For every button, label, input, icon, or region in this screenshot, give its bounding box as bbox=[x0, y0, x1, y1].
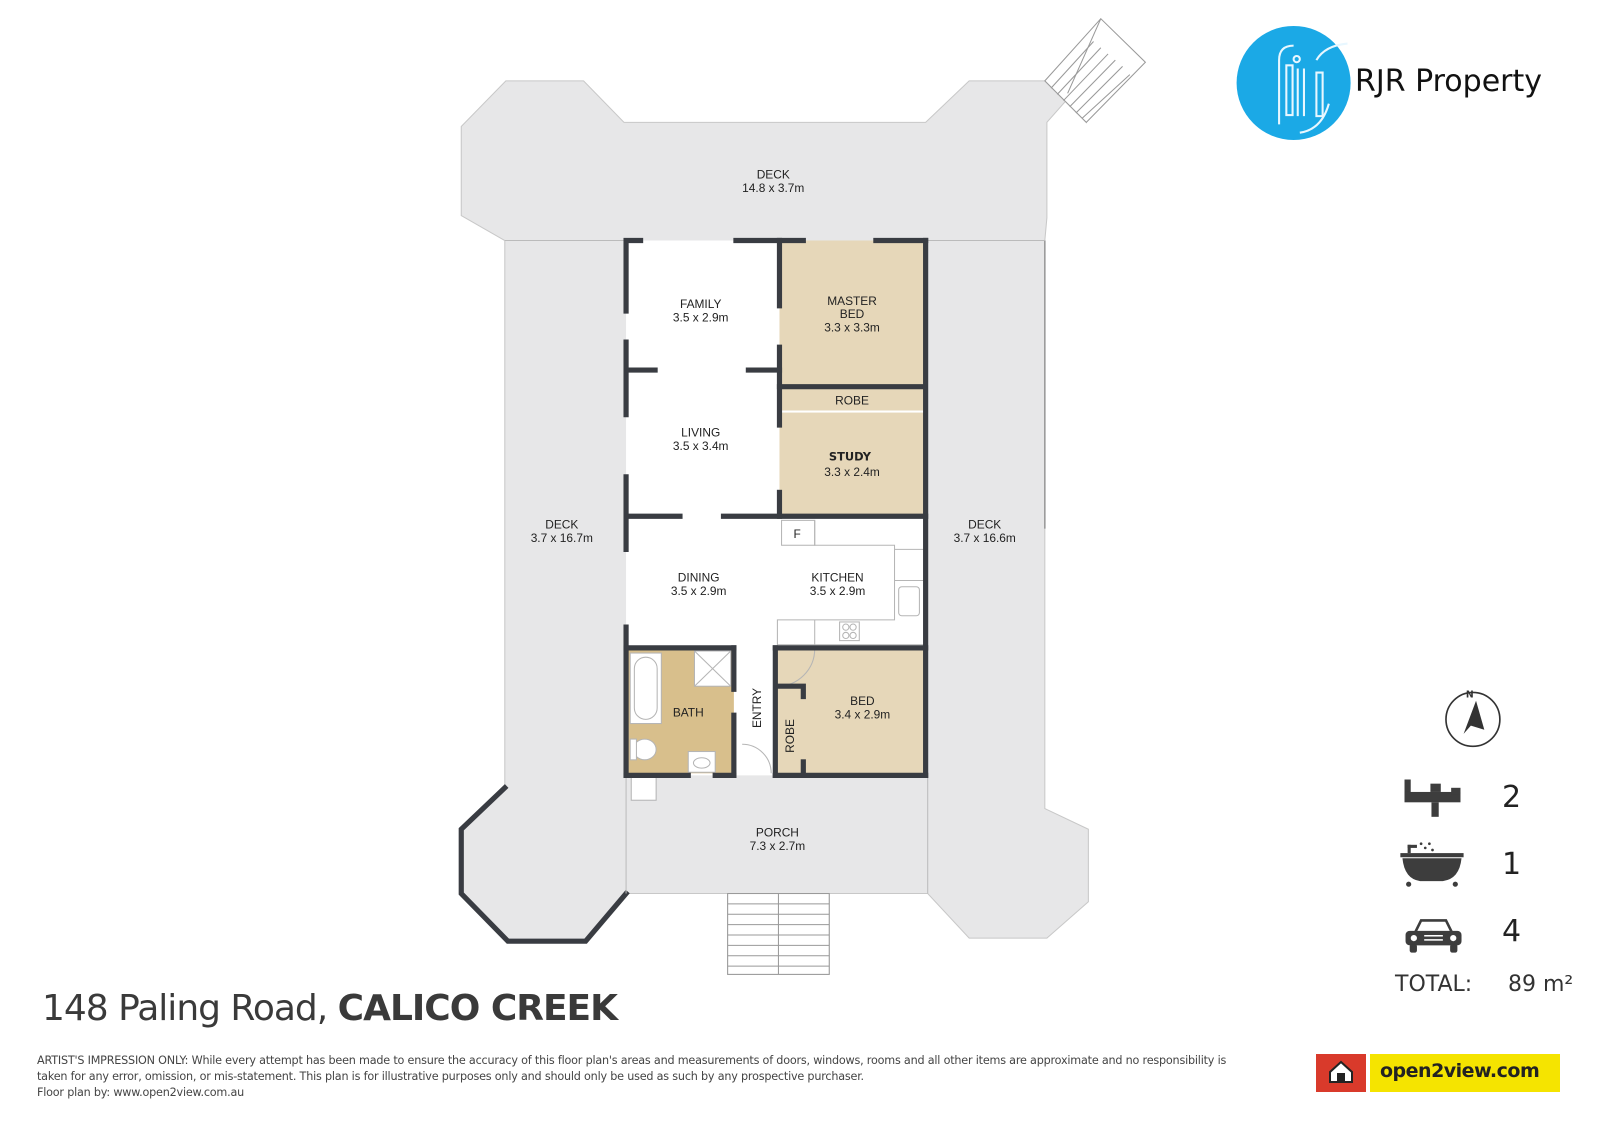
bathtub-icon bbox=[1400, 842, 1464, 887]
room-name-dining: DINING bbox=[678, 571, 720, 585]
room-size-kitchen: 3.5 x 2.9m bbox=[810, 584, 866, 598]
room-name-deck-right: DECK bbox=[968, 518, 1001, 532]
room-size-living: 3.5 x 3.4m bbox=[673, 439, 729, 453]
room-size-bed: 3.4 x 2.9m bbox=[835, 707, 891, 721]
disclaimer: ARTIST'S IMPRESSION ONLY: While every at… bbox=[37, 1053, 1237, 1101]
property-address: 148 Paling Road, CALICO CREEK bbox=[42, 988, 618, 1029]
room-name-robe-1: ROBE bbox=[835, 393, 869, 407]
open2view-text: open2view.com bbox=[1380, 1060, 1540, 1082]
total-label: TOTAL: bbox=[1395, 972, 1473, 997]
fridge-label: F bbox=[793, 527, 800, 541]
room-name-bed: BED bbox=[850, 694, 875, 708]
total-area: 89 m² bbox=[1508, 972, 1574, 997]
railing-left bbox=[458, 784, 630, 944]
room-name-bath: BATH bbox=[673, 705, 704, 719]
bathrooms-count: 1 bbox=[1502, 847, 1522, 882]
room-size-deck-right: 3.7 x 16.6m bbox=[954, 531, 1016, 545]
bath-fixtures bbox=[629, 650, 732, 801]
room-size-deck-left: 3.7 x 16.7m bbox=[531, 531, 593, 545]
stairs-porch bbox=[727, 893, 830, 975]
room-name-deck-left: DECK bbox=[545, 518, 578, 532]
rjr-logo-icon bbox=[1236, 25, 1351, 140]
disclaimer-text: ARTIST'S IMPRESSION ONLY: While every at… bbox=[37, 1054, 1227, 1083]
stairs-top-right bbox=[1044, 17, 1147, 124]
floorplan-credit: Floor plan by: www.open2view.com.au bbox=[37, 1086, 245, 1099]
address-suburb: CALICO CREEK bbox=[337, 988, 618, 1029]
bedrooms-count: 2 bbox=[1502, 780, 1522, 815]
master-bed-fill bbox=[779, 240, 924, 385]
open2view-logo-icon bbox=[1316, 1054, 1560, 1092]
room-size-deck-top: 14.8 x 3.7m bbox=[742, 181, 804, 195]
car-icon bbox=[1405, 919, 1462, 953]
room-size-master: 3.3 x 3.3m bbox=[824, 321, 880, 335]
room-name-living: LIVING bbox=[681, 425, 720, 439]
room-size-study: 3.3 x 2.4m bbox=[824, 465, 880, 479]
compass-label: N bbox=[1466, 690, 1474, 701]
room-name-study: STUDY bbox=[829, 449, 872, 463]
room-name-porch: PORCH bbox=[756, 826, 799, 840]
address-street: 148 Paling Road, bbox=[42, 988, 328, 1029]
room-name-master-2: BED bbox=[840, 307, 865, 321]
walls bbox=[623, 237, 929, 778]
bed-icon bbox=[1404, 779, 1461, 817]
room-size-porch: 7.3 x 2.7m bbox=[750, 839, 806, 853]
kitchen-benches bbox=[776, 519, 926, 646]
parking-count: 4 bbox=[1502, 914, 1522, 949]
room-name-kitchen: KITCHEN bbox=[811, 571, 863, 585]
room-name-family: FAMILY bbox=[680, 297, 722, 311]
room-name-entry: ENTRY bbox=[750, 688, 764, 728]
room-name-master: MASTER bbox=[827, 294, 877, 308]
room-size-family: 3.5 x 2.9m bbox=[673, 310, 729, 324]
room-size-dining: 3.5 x 2.9m bbox=[671, 584, 727, 598]
room-name-robe-2: ROBE bbox=[783, 719, 797, 753]
room-name-deck-top: DECK bbox=[757, 167, 790, 181]
north-compass-icon: N bbox=[1445, 690, 1501, 748]
brand-name: RJR Property bbox=[1355, 64, 1543, 99]
